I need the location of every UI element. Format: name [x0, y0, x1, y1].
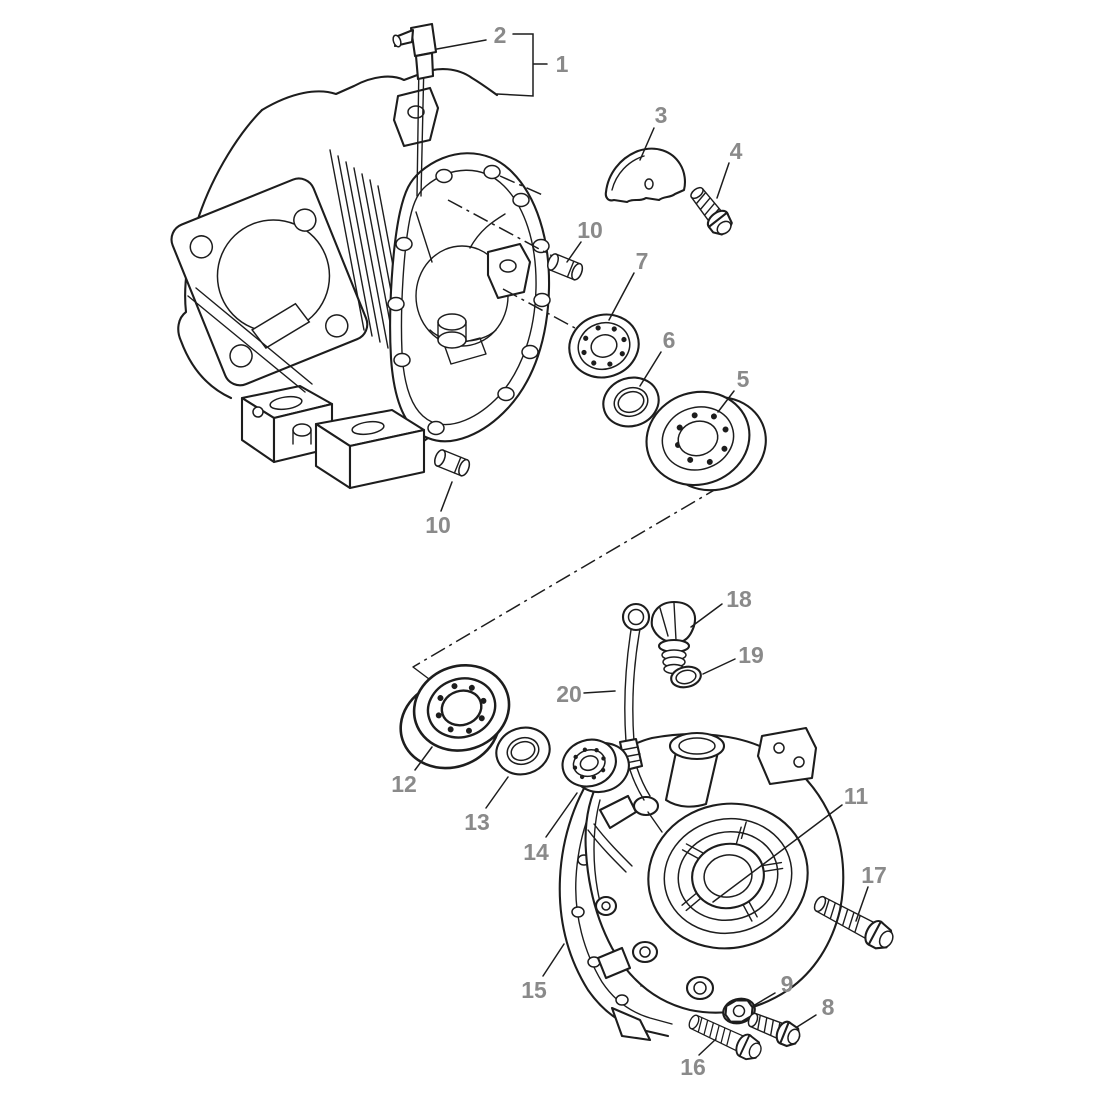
bearing-14 [561, 738, 630, 794]
bolt-4 [684, 181, 738, 241]
callout-leader-10 [440, 481, 453, 512]
dowel-pin-10-upper [544, 251, 586, 283]
callout-label-13-13: 13 [464, 809, 490, 835]
callout-label-14-14: 14 [523, 839, 549, 865]
cylinder-flange [170, 177, 369, 387]
callout-label-18-9: 18 [726, 586, 752, 612]
callout-label-15-15: 15 [521, 977, 547, 1003]
callout-leader-8 [796, 1014, 817, 1028]
callout-label-1-0: 1 [556, 51, 569, 77]
dowel-pin-10-lower [431, 447, 473, 479]
callout-label-11-16: 11 [844, 783, 869, 809]
callout-label-9-18: 9 [781, 971, 794, 997]
o-ring-19 [670, 665, 702, 689]
callout-leader-14 [545, 792, 578, 838]
callout-leader-19 [702, 658, 736, 675]
nut-9 [722, 997, 756, 1025]
bearing-7 [568, 313, 640, 379]
callout-label-16-20: 16 [680, 1054, 706, 1080]
callout-leader-11 [712, 804, 843, 903]
callout-leader-13 [485, 776, 509, 809]
bearing-12-highlighted [399, 664, 511, 770]
callout-leader-15 [542, 943, 565, 977]
breather-fitting-2 [392, 22, 438, 197]
callout-label-19-10: 19 [738, 642, 764, 668]
callout-leader-2 [436, 39, 487, 50]
callout-leader-10 [566, 241, 582, 263]
plate-3 [604, 147, 686, 204]
callout-leader-3 [639, 127, 655, 161]
callout-label-6-6: 6 [663, 327, 676, 353]
callout-leader-18 [690, 603, 723, 628]
callout-label-17-17: 17 [861, 862, 887, 888]
callout-leader-7 [608, 272, 635, 321]
dipstick-20 [618, 602, 651, 801]
callout-label-5-7: 5 [737, 366, 750, 392]
crankcase-outline [177, 108, 264, 400]
crankcase-mounting-feet [240, 384, 426, 490]
callout-label-4-3: 4 [730, 138, 743, 164]
callout-label-3-2: 3 [655, 102, 668, 128]
callout-label-2-1: 2 [494, 22, 507, 48]
callout-label-10-4: 10 [577, 217, 603, 243]
filler-cap-18 [650, 600, 696, 675]
oil-seal-13 [495, 726, 551, 776]
callout-leader-5 [717, 390, 735, 413]
crankcase-bolt-towers [392, 86, 532, 349]
callout-bracket-1 [496, 33, 548, 97]
callout-leader-20 [583, 690, 616, 694]
callout-leader-4 [716, 162, 730, 199]
callout-leader-6 [639, 351, 662, 387]
callout-leader-16 [698, 1038, 717, 1056]
crankcase-top-edge [260, 68, 499, 112]
cylinder-fins [329, 149, 411, 361]
callout-leader-17 [855, 886, 869, 922]
oil-seal-6 [602, 376, 660, 428]
callout-label-8-19: 8 [822, 994, 835, 1020]
callout-label-12-12: 12 [391, 771, 417, 797]
crankcase-assembly [170, 22, 551, 490]
callout-label-10-8: 10 [425, 512, 451, 538]
callout-label-7-5: 7 [636, 248, 649, 274]
callout-leader-12 [414, 746, 433, 771]
bearing-5 [645, 390, 767, 492]
callout-label-20-11: 20 [556, 681, 582, 707]
crankcase-strut [187, 287, 313, 393]
callout-leader-9 [752, 992, 776, 1007]
crankcase-open-face [387, 152, 551, 443]
